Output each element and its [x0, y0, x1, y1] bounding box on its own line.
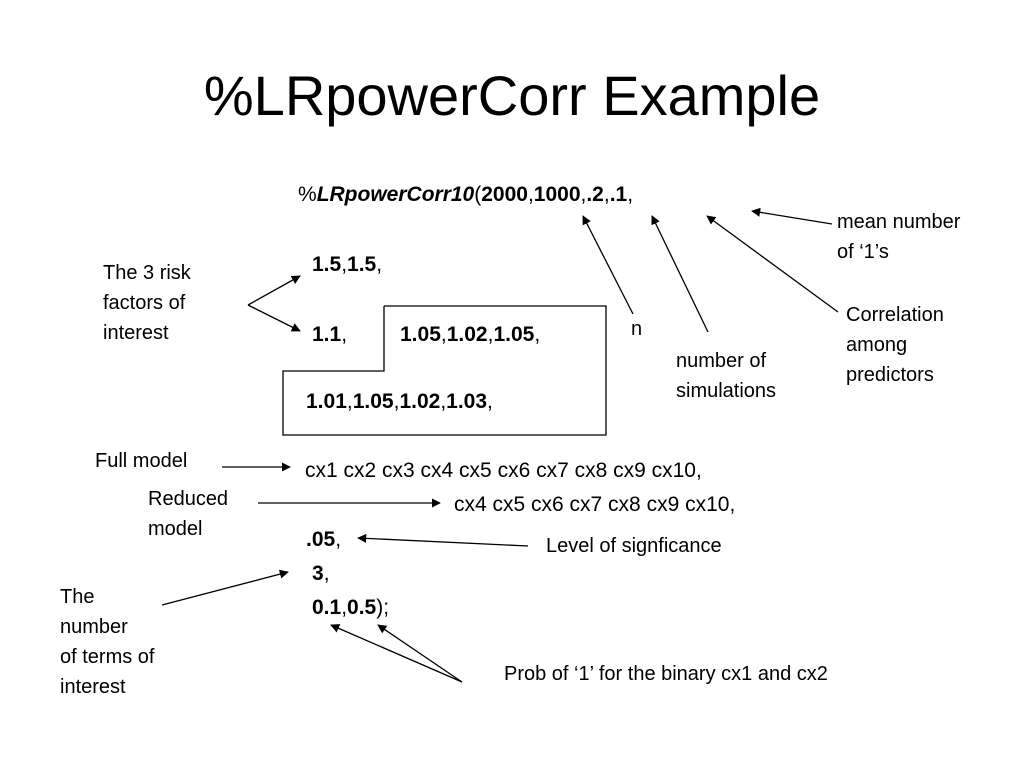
- note-correlation: Correlation among predictors: [846, 300, 944, 390]
- bracket-box: [282, 305, 607, 436]
- value: 1.1: [312, 323, 342, 346]
- note-line: interest: [103, 322, 169, 344]
- note-n: n: [631, 318, 643, 340]
- param-sims: 1000: [533, 183, 581, 206]
- arrow-risk-down: [247, 304, 301, 332]
- comma: ,: [341, 253, 348, 276]
- arrow-level-sig: [357, 533, 529, 547]
- risk-line-1: 1.5,1.5,: [312, 254, 382, 275]
- arrow-prob-a: [330, 624, 463, 683]
- comma: ,: [487, 323, 494, 346]
- value: 1.02: [399, 390, 441, 413]
- comma: ,: [487, 390, 493, 413]
- comma: ,: [534, 323, 541, 346]
- value: .05: [306, 528, 336, 551]
- value: 1.05: [352, 390, 394, 413]
- note-num-sims: number of simulations: [676, 346, 776, 406]
- note-line: mean number: [837, 211, 961, 233]
- arrow-n: [582, 215, 634, 315]
- arrow-num-terms: [161, 569, 289, 606]
- arrow-mean-ones: [751, 207, 833, 225]
- value: 3: [312, 562, 324, 585]
- comma: ,: [341, 596, 348, 619]
- comma: ,: [440, 323, 447, 346]
- value: 1.05: [400, 323, 441, 346]
- value: 1.5: [347, 253, 377, 276]
- comma: ,: [527, 183, 534, 206]
- risk-line-2b: 1.05,1.02,1.05,: [400, 324, 540, 345]
- note-line: factors of: [103, 292, 186, 314]
- param-corr: .2: [586, 183, 604, 206]
- param-mean: .1: [609, 183, 628, 206]
- note-line: The: [60, 586, 95, 608]
- value: 0.5: [347, 596, 377, 619]
- arrow-prob-b: [377, 624, 463, 683]
- comma: ,: [393, 390, 400, 413]
- terms-line: 3,: [312, 563, 330, 584]
- comma: ,: [346, 390, 353, 413]
- open-paren: (: [474, 183, 482, 206]
- arrow-num-sims: [651, 215, 709, 333]
- note-line: model: [148, 518, 203, 540]
- macro-call-line: %LRpowerCorr10(2000,1000,.2,.1,: [298, 184, 633, 205]
- note-level-sig: Level of signficance: [546, 535, 722, 557]
- note-line: predictors: [846, 364, 934, 386]
- note-line: number of: [676, 350, 767, 372]
- note-line: of terms of: [60, 646, 155, 668]
- reduced-model-vars: cx4 cx5 cx6 cx7 cx8 cx9 cx10,: [454, 493, 736, 516]
- full-model-vars: cx1 cx2 cx3 cx4 cx5 cx6 cx7 cx8 cx9 cx10…: [305, 459, 702, 482]
- note-line: The 3 risk: [103, 262, 191, 284]
- value: 0.1: [312, 596, 342, 619]
- comma: ,: [323, 562, 330, 585]
- arrow-risk-up: [247, 275, 301, 306]
- note-line: simulations: [676, 380, 777, 402]
- note-line: of ‘1’s: [837, 241, 889, 263]
- value: 1.01: [306, 390, 347, 413]
- comma: ,: [341, 323, 348, 346]
- comma: ,: [440, 390, 447, 413]
- close-paren: );: [376, 596, 390, 619]
- value: 1.03: [446, 390, 488, 413]
- risk-line-3: 1.01,1.05,1.02,1.03,: [306, 391, 493, 412]
- note-reduced-model: Reduced model: [148, 484, 228, 544]
- slide-title: %LRpowerCorr Example: [203, 64, 821, 127]
- note-risk-factors: The 3 risk factors of interest: [103, 258, 191, 348]
- comma: ,: [627, 183, 634, 206]
- note-line: Correlation: [846, 304, 944, 326]
- comma: ,: [603, 183, 610, 206]
- comma: ,: [335, 528, 342, 551]
- note-line: interest: [60, 676, 126, 698]
- risk-line-2: 1.1,: [312, 324, 347, 345]
- probs-line: 0.1,0.5);: [312, 597, 389, 618]
- comma: ,: [580, 183, 587, 206]
- note-line: number: [60, 616, 128, 638]
- alpha-line: .05,: [306, 529, 341, 550]
- note-mean-ones: mean number of ‘1’s: [837, 207, 960, 267]
- value: 1.02: [446, 323, 488, 346]
- macro-name: LRpowerCorr10: [316, 183, 475, 206]
- param-n: 2000: [481, 183, 528, 206]
- note-line: among: [846, 334, 908, 356]
- note-full-model: Full model: [95, 450, 188, 472]
- note-line: Reduced: [148, 488, 229, 510]
- percent-sign: %: [298, 183, 317, 206]
- value: 1.05: [493, 323, 535, 346]
- note-prob-binary: Prob of ‘1’ for the binary cx1 and cx2: [504, 663, 828, 685]
- comma: ,: [376, 253, 383, 276]
- note-num-terms: The number of terms of interest: [60, 582, 154, 702]
- value: 1.5: [312, 253, 342, 276]
- arrow-correlation: [706, 215, 839, 313]
